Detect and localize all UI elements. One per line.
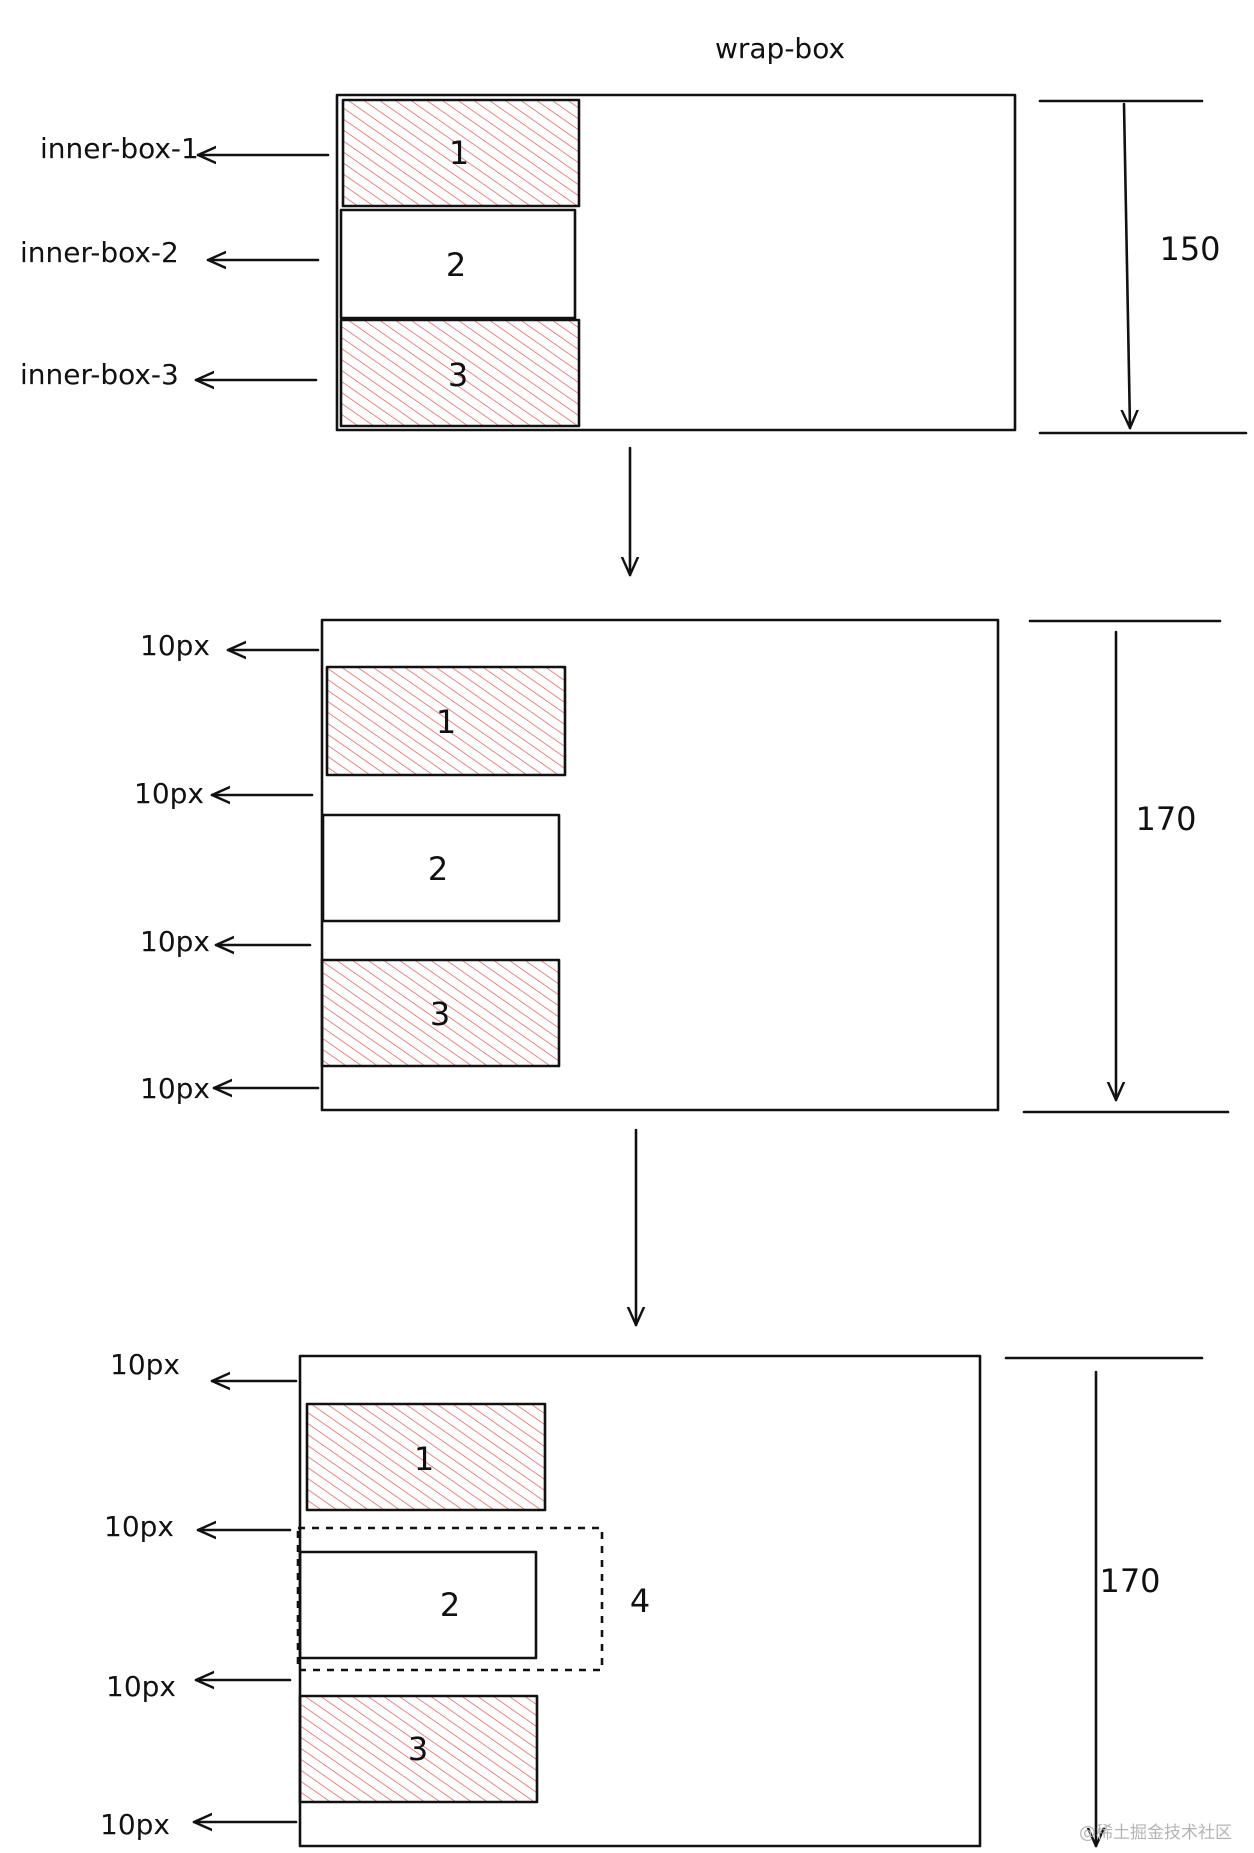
stage3-box-2-number: 2 — [440, 1586, 460, 1624]
stage2-box-3-number: 3 — [430, 995, 450, 1033]
stage2-box-3-fill — [322, 960, 559, 1066]
stage-3: 1 4 2 3 10px 10px 10px 10px 170 — [100, 1348, 1204, 1848]
stage2-box-1 — [325, 665, 567, 777]
height-label-stage2: 170 — [1135, 800, 1196, 838]
stage3-box-1-number: 1 — [414, 1440, 434, 1478]
label-inner-box-3: inner-box-3 — [20, 358, 179, 391]
inner-box-3-fill — [341, 320, 579, 426]
inner-box-2 — [339, 208, 577, 320]
watermark: @稀土掘金技术社区 — [1079, 1823, 1232, 1843]
stage3-gap-label-1: 10px — [110, 1348, 180, 1381]
stage3-box-3-number: 3 — [408, 1730, 428, 1768]
inner-box-2-number: 2 — [446, 246, 466, 284]
wrap-box-title: wrap-box — [715, 32, 845, 65]
height-label-stage3: 170 — [1099, 1562, 1160, 1600]
stage3-box-2 — [298, 1550, 538, 1660]
stage3-box-1-fill — [307, 1404, 545, 1510]
inner-box-3 — [339, 318, 581, 428]
stage2-box-3 — [320, 958, 561, 1068]
stage3-box-1 — [305, 1402, 547, 1512]
stage2-gap-label-2: 10px — [134, 777, 204, 810]
stage2-box-1-number: 1 — [436, 703, 456, 741]
stage3-gap-label-2: 10px — [104, 1510, 174, 1543]
height-label-stage1: 150 — [1159, 230, 1220, 268]
inner-box-3-number: 3 — [448, 356, 468, 394]
stage2-box-2 — [321, 813, 561, 923]
stage3-dashed-box-label: 4 — [630, 1582, 650, 1620]
stage3-box-3-fill — [300, 1696, 537, 1802]
stage2-box-2-number: 2 — [428, 850, 448, 888]
stage2-box-1-fill — [327, 667, 565, 775]
stage2-gap-label-3: 10px — [140, 925, 210, 958]
stage3-gap-label-3: 10px — [106, 1670, 176, 1703]
stage3-gap-label-4: 10px — [100, 1808, 170, 1841]
stage3-box-3 — [298, 1694, 539, 1804]
stage-1: 1 2 3 inner-box-1 inner-box-2 inner-box-… — [20, 93, 1248, 435]
inner-box-1-number: 1 — [449, 134, 469, 172]
wrap-box-outline-stage1 — [335, 93, 1017, 432]
inner-box-1 — [341, 98, 581, 208]
label-inner-box-2: inner-box-2 — [20, 236, 179, 269]
height-arrow-stage1 — [1124, 102, 1130, 430]
stage-2: 1 2 3 10px 10px 10px 10px 170 — [134, 618, 1230, 1114]
label-inner-box-1: inner-box-1 — [40, 132, 199, 165]
inner-box-1-fill — [343, 100, 579, 206]
stage2-gap-label-1: 10px — [140, 629, 210, 662]
stage2-gap-label-4: 10px — [140, 1072, 210, 1105]
